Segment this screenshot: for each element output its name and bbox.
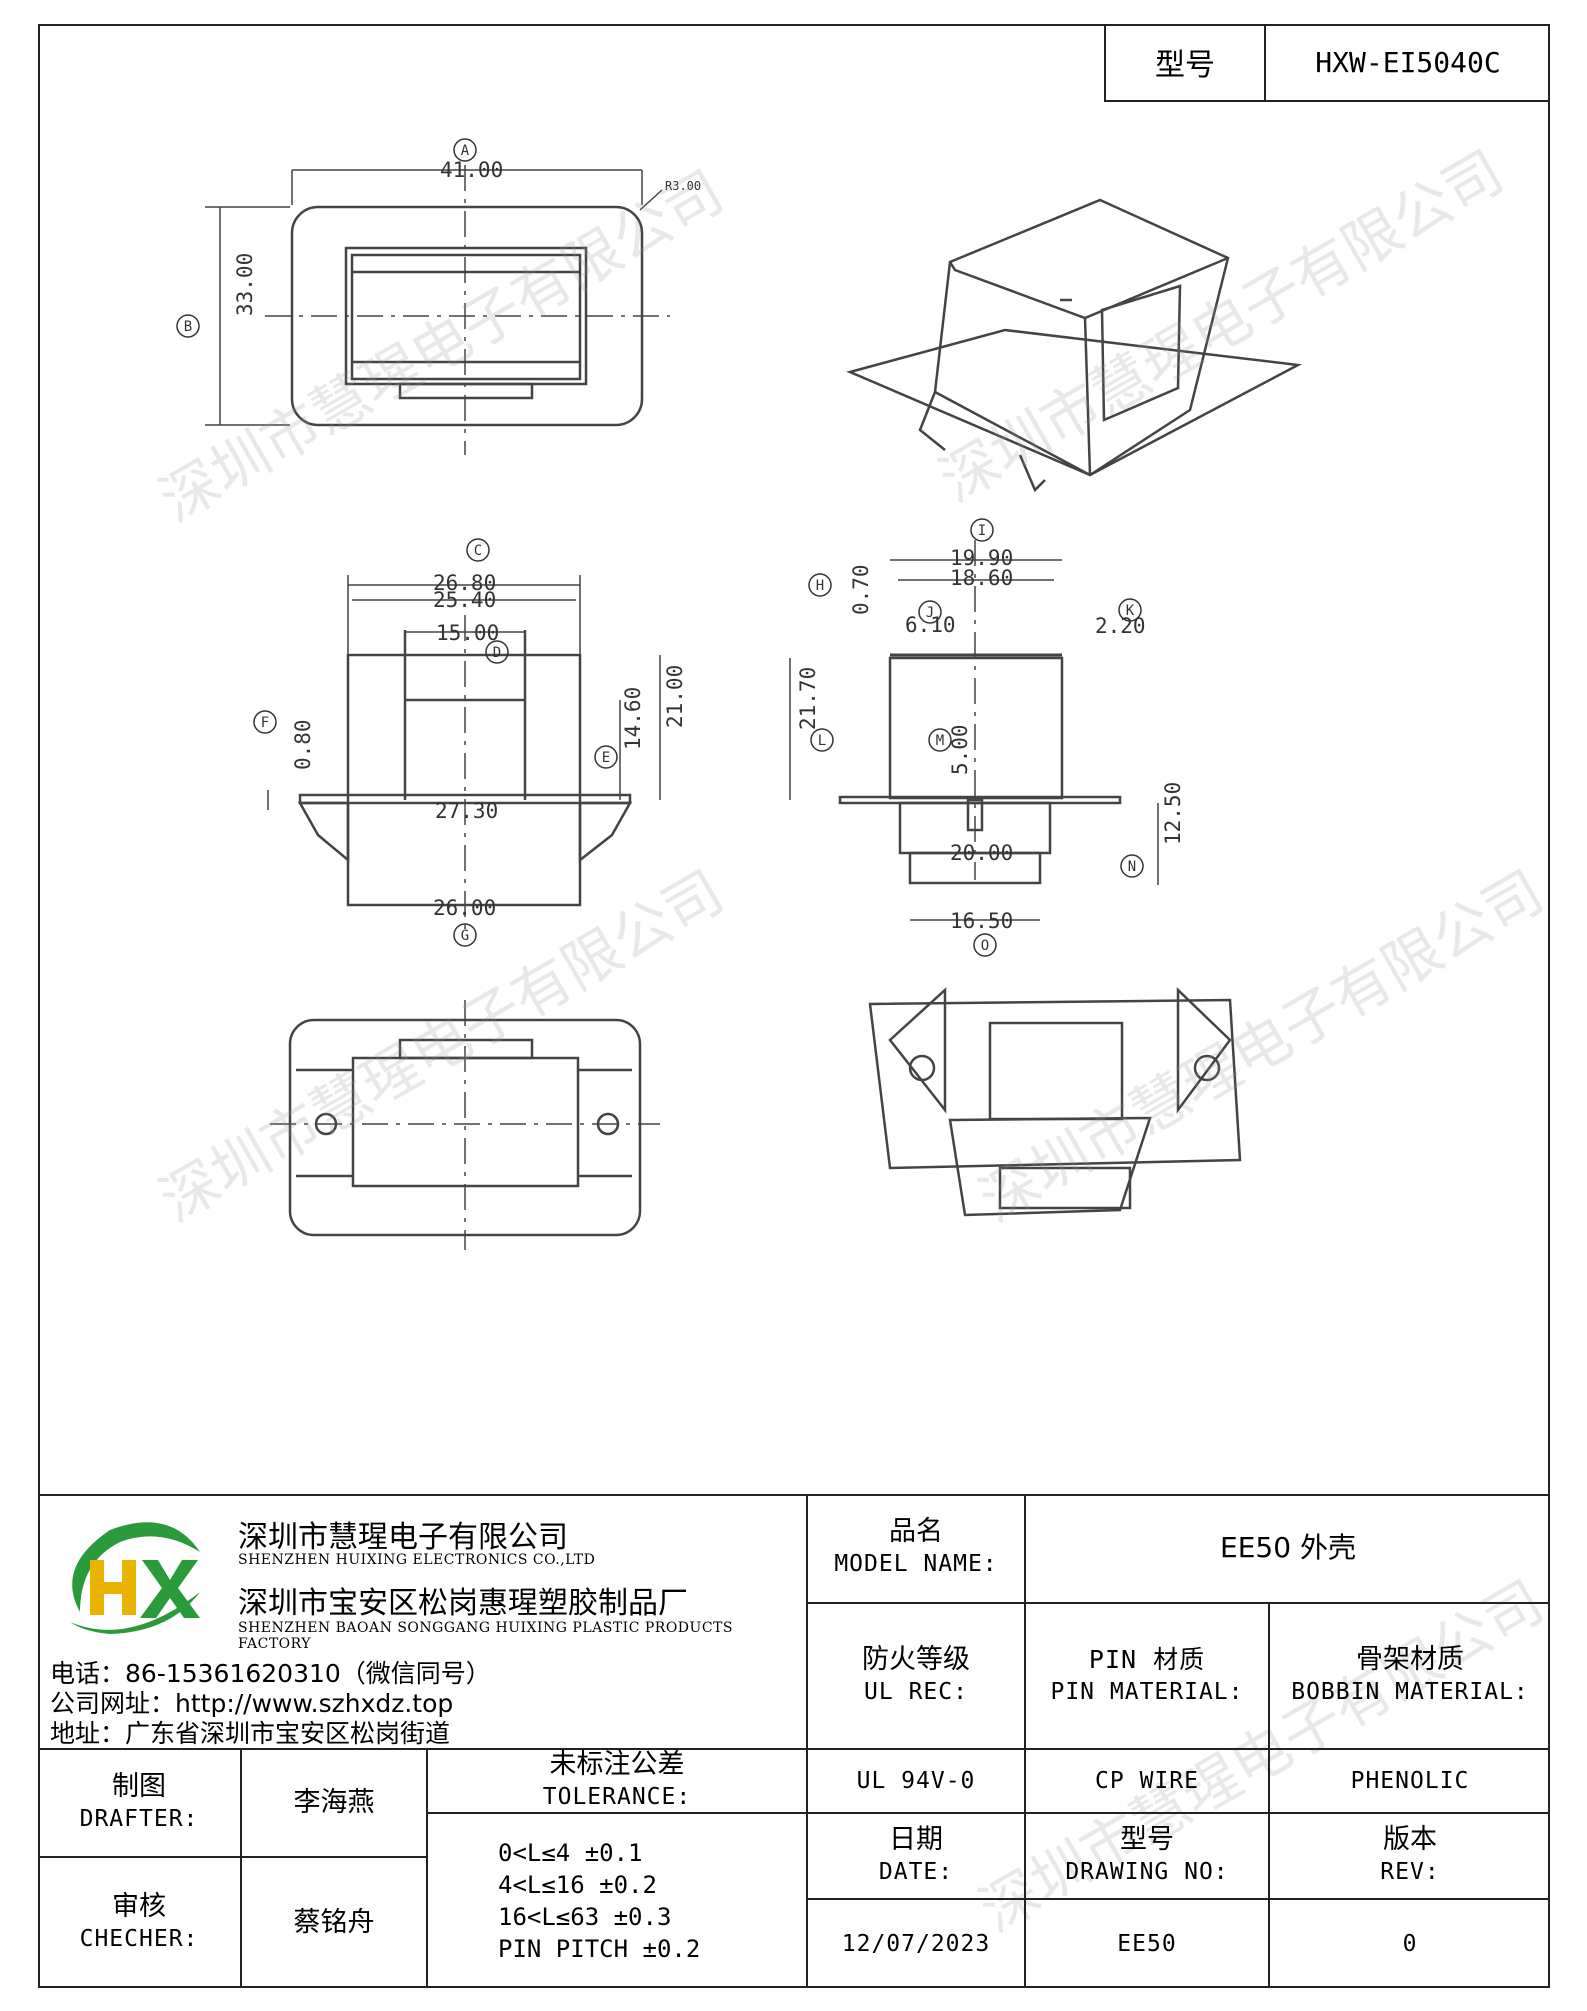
circle-k: K bbox=[1126, 603, 1135, 619]
date-label: 日期 DATE: bbox=[808, 1814, 1026, 1900]
company-website: 公司网址：http://www.szhxdz.top bbox=[50, 1689, 454, 1718]
dim-5: 5.00 bbox=[948, 724, 972, 775]
drawing-no-label: 型号 DRAWING NO: bbox=[1026, 1814, 1270, 1900]
dim-14-60: 14.60 bbox=[621, 687, 645, 750]
dim-12-50: 12.50 bbox=[1161, 782, 1185, 845]
company-name-2-en: SHENZHEN BAOAN SONGGANG HUIXING PLASTIC … bbox=[238, 1620, 733, 1652]
tolerance-list: 0<L≤4 ±0.1 4<L≤16 ±0.2 16<L≤63 ±0.3 PIN … bbox=[428, 1814, 808, 1988]
dim-15: 15.00 bbox=[436, 621, 499, 645]
company-logo bbox=[70, 1522, 200, 1634]
date-value: 12/07/2023 bbox=[808, 1900, 1026, 1988]
dim-27-30: 27.30 bbox=[435, 799, 498, 823]
tolerance-row: PIN PITCH ±0.2 bbox=[498, 1935, 701, 1963]
model-name-value: EE50 外壳 bbox=[1026, 1494, 1550, 1604]
tolerance-row: 0<L≤4 ±0.1 bbox=[498, 1839, 643, 1867]
dim-18-60: 18.60 bbox=[950, 566, 1013, 590]
model-name-label: 品名 MODEL NAME: bbox=[808, 1494, 1026, 1604]
pin-material-label: PIN 材质 PIN MATERIAL: bbox=[1026, 1604, 1270, 1750]
circle-l: L bbox=[818, 733, 826, 749]
model-header: 型号 HXW-EI5040C bbox=[1104, 24, 1550, 102]
drafter-label: 制图 DRAFTER: bbox=[38, 1750, 242, 1858]
dim-6-10: 6.10 bbox=[905, 613, 956, 637]
checker-name: 蔡铭舟 bbox=[242, 1858, 428, 1988]
circle-n: N bbox=[1128, 859, 1136, 875]
dim-21: 21.00 bbox=[663, 665, 687, 728]
dim-r3: R3.00 bbox=[665, 179, 701, 193]
technical-drawing: 41.00 33.00 R3.00 26.80 25.40 15.00 21.0… bbox=[176, 138, 1303, 1250]
circle-o: O bbox=[981, 938, 989, 954]
circle-b: B bbox=[184, 319, 192, 335]
model-label: 型号 bbox=[1106, 24, 1266, 100]
tolerance-row: 4<L≤16 ±0.2 bbox=[498, 1871, 657, 1899]
rev-value: 0 bbox=[1402, 1931, 1418, 1957]
dim-25-40: 25.40 bbox=[433, 588, 496, 612]
dim-26-80: 26.80 bbox=[433, 571, 496, 595]
company-phone: 电话：86-15361620310（微信同号） bbox=[50, 1659, 491, 1688]
dim-20: 20.00 bbox=[950, 841, 1013, 865]
ul-rec-label: 防火等级 UL REC: bbox=[808, 1604, 1026, 1750]
company-name-1-en: SHENZHEN HUIXING ELECTRONICS CO.,LTD bbox=[238, 1552, 596, 1568]
bobbin-value: PHENOLIC bbox=[1270, 1750, 1550, 1814]
drafter-name: 李海燕 bbox=[242, 1750, 428, 1858]
model-value: HXW-EI5040C bbox=[1315, 45, 1501, 79]
circle-i: I bbox=[978, 523, 986, 539]
company-address: 地址：广东省深圳市宝安区松岗街道 bbox=[50, 1719, 451, 1748]
circle-j: J bbox=[926, 605, 934, 621]
circle-h: H bbox=[816, 578, 824, 594]
circle-f: F bbox=[261, 715, 269, 731]
bobbin-material-label: 骨架材质 BOBBIN MATERIAL: bbox=[1270, 1604, 1550, 1750]
dim-33: 33.00 bbox=[233, 253, 257, 316]
tolerance-label: 未标注公差 TOLERANCE: bbox=[428, 1749, 808, 1814]
company-info: 深圳市慧瑆电子有限公司 SHENZHEN HUIXING ELECTRONICS… bbox=[38, 1494, 808, 1750]
tolerance-row: 16<L≤63 ±0.3 bbox=[498, 1903, 672, 1931]
dim-0-80: 0.80 bbox=[291, 719, 315, 770]
circle-a: A bbox=[461, 143, 470, 159]
pin-value: CP WIRE bbox=[1026, 1750, 1270, 1814]
drawing-frame bbox=[38, 24, 1550, 1988]
company-name-2: 深圳市宝安区松岗惠瑆塑胶制品厂 bbox=[238, 1586, 688, 1621]
dim-21-70: 21.70 bbox=[796, 667, 820, 730]
dim-19-90: 19.90 bbox=[950, 546, 1013, 570]
dim-0-70: 0.70 bbox=[849, 564, 873, 615]
rev-label: 版本 REV: bbox=[1270, 1814, 1550, 1900]
circle-d: D bbox=[493, 645, 501, 661]
circle-c: C bbox=[474, 543, 482, 559]
circle-e: E bbox=[602, 750, 610, 766]
company-name-1: 深圳市慧瑆电子有限公司 bbox=[238, 1520, 568, 1555]
dim-41: 41.00 bbox=[440, 158, 503, 182]
circle-m: M bbox=[936, 733, 944, 749]
dim-26: 26.00 bbox=[433, 896, 496, 920]
checker-label: 审核 CHECHER: bbox=[38, 1858, 242, 1988]
circle-g: G bbox=[461, 928, 469, 944]
title-block: 深圳市慧瑆电子有限公司 SHENZHEN HUIXING ELECTRONICS… bbox=[38, 1494, 1550, 1988]
ul-value: UL 94V-0 bbox=[808, 1750, 1026, 1814]
drawing-no-value: EE50 bbox=[1026, 1900, 1270, 1988]
dim-16-50: 16.50 bbox=[950, 909, 1013, 933]
